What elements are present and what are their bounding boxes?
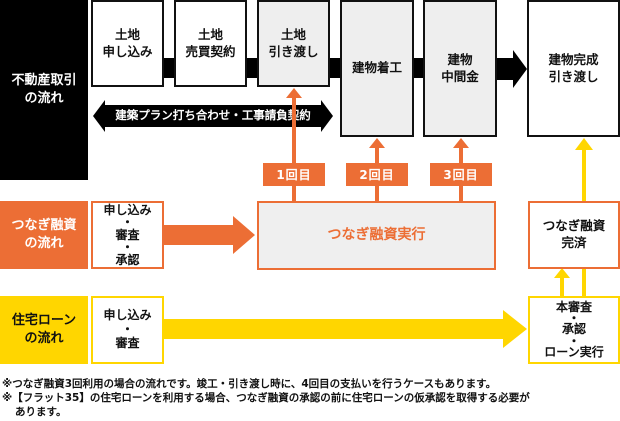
payment-badge-1: 1回目 <box>263 163 325 186</box>
connector-2-3 <box>246 58 258 78</box>
bridge-loan-execution: つなぎ融資実行 <box>257 201 496 270</box>
payment-1-arrow-icon <box>286 88 302 202</box>
connector-4-5 <box>413 58 424 78</box>
arrow-to-completion-icon <box>497 50 527 88</box>
mortgage-flow-label: 住宅ローン の流れ <box>0 296 88 364</box>
planning-contract-label: 建築プラン打ち合わせ・工事請負契約 <box>115 108 311 123</box>
mortgage-to-repaid-arrow-icon <box>554 268 570 298</box>
mortgage-final-approval: 本審査 ・ 承認 ・ ローン実行 <box>528 296 620 364</box>
payment-badge-2: 2回目 <box>346 163 408 186</box>
bridge-loan-arrow-icon <box>163 216 255 254</box>
step-land-application: 土地 申し込み <box>91 0 164 87</box>
footnotes: ※つなぎ融資3回利用の場合の流れです。竣工・引き渡し時に、4回目の支払いを行うケ… <box>2 377 618 419</box>
connector-1-2 <box>163 58 174 78</box>
bridge-loan-application: 申し込み ・ 審査 ・ 承認 <box>91 201 164 269</box>
double-arrow-icon <box>93 100 333 132</box>
bridge-loan-flow-label: つなぎ融資 の流れ <box>0 201 88 269</box>
footnote-1: ※つなぎ融資3回利用の場合の流れです。竣工・引き渡し時に、4回目の支払いを行うケ… <box>2 378 497 390</box>
step-land-sale-contract: 土地 売買契約 <box>174 0 247 87</box>
real-estate-flow-label: 不動産取引 の流れ <box>0 0 88 180</box>
connector-3-4 <box>330 58 341 78</box>
step-intermediate-payment: 建物 中間金 <box>423 0 497 137</box>
payment-badge-3: 3回目 <box>430 163 492 186</box>
mortgage-arrow-icon <box>163 310 527 348</box>
mortgage-application: 申し込み ・ 審査 <box>91 296 164 364</box>
footnote-2: ※【フラット35】の住宅ローンを利用する場合、つなぎ融資の承認の前に住宅ローンの… <box>2 392 530 404</box>
step-construction-start: 建物着工 <box>340 0 414 137</box>
step-land-handover: 土地 引き渡し <box>257 0 330 87</box>
footnote-2-continued: あります。 <box>15 406 67 418</box>
bridge-loan-repaid: つなぎ融資 完済 <box>528 201 620 269</box>
step-building-completion: 建物完成 引き渡し <box>527 0 620 137</box>
